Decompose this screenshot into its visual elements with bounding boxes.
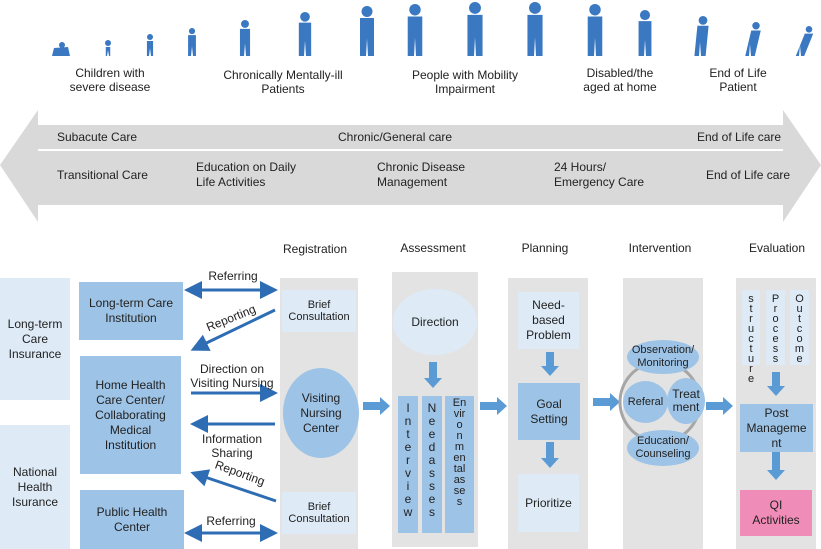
person-icon: [146, 34, 154, 56]
assessment-environmental: En vir o n m en tal as se s: [445, 396, 474, 533]
brief-consultation-bottom: Brief Consultation: [282, 492, 356, 534]
public-health-center: Public Health Center: [80, 490, 184, 549]
population-label-eol: End of Life Patient: [709, 66, 767, 94]
treatment: Treat ment: [667, 378, 705, 424]
person-icon: [694, 16, 709, 56]
person-icon: [745, 22, 761, 56]
home-health-care-center: Home Health Care Center/ Collaborating M…: [80, 356, 181, 474]
person-icon: [188, 28, 196, 56]
arrow-problem-down: [541, 352, 559, 376]
long-term-care-insurance: Long-term Care Insurance: [0, 278, 70, 400]
eval-process: P r o c e s s: [766, 290, 785, 365]
arrow-to-assessment: [363, 397, 390, 415]
label-referring-bottom: Referring: [206, 514, 256, 528]
care-transitional: Transitional Care: [57, 168, 148, 182]
need-based-problem: Need- based Problem: [518, 292, 579, 349]
label-referring-top: Referring: [208, 269, 258, 283]
assessment-needs: N e e d a s s e s: [422, 396, 442, 533]
person-icon: [638, 10, 652, 56]
arrow-to-evaluation: [706, 397, 733, 415]
person-icon: [239, 20, 251, 56]
long-term-care-institution: Long-term Care Institution: [79, 282, 183, 340]
care-end-of-life-bottom: End of Life care: [706, 168, 791, 182]
care-continuum-arrow: [0, 110, 821, 222]
person-icon: [795, 26, 814, 56]
person-icon: [298, 12, 312, 56]
person-icon: [407, 4, 423, 56]
header-intervention: Intervention: [628, 241, 692, 255]
care-chronic-general: Chronic/General care: [338, 130, 453, 144]
header-planning: Planning: [521, 241, 569, 255]
care-subacute: Subacute Care: [57, 130, 138, 144]
referal: Referal: [623, 381, 668, 423]
national-health-insurance: National Health Isurance: [0, 425, 70, 549]
eval-outcome: O u t c o m e: [790, 290, 809, 365]
goal-setting: Goal Setting: [518, 383, 580, 440]
care-end-of-life-top: End of Life care: [697, 130, 782, 144]
label-direction: Direction on Visiting Nursing: [190, 362, 274, 390]
arrow-direction-down: [424, 362, 442, 388]
arrow-post-down: [767, 452, 785, 480]
care-chronic-management: Chronic Disease Management: [377, 160, 466, 189]
arrow-to-intervention: [593, 393, 620, 411]
visiting-nursing-center: Visiting Nursing Center: [283, 368, 359, 458]
arrow-goal-down: [541, 442, 559, 468]
label-info-sharing: Information Sharing: [201, 432, 263, 460]
observation-monitoring: Observation/ Monitoring: [627, 340, 699, 374]
population-figures: [52, 2, 814, 56]
population-label-mobility: People with Mobility Impairment: [411, 68, 519, 96]
qi-activities: QI Activities: [740, 490, 812, 536]
assessment-interview: I n t e r v i e w: [398, 396, 418, 533]
arrow-eval-down: [767, 372, 785, 396]
education-counseling: Education/ Counseling: [627, 430, 699, 466]
reporting-top-arrow: [190, 308, 276, 351]
population-label-children: Children with severe disease: [69, 66, 151, 94]
person-icon: [52, 42, 70, 56]
arrow-to-planning: [480, 397, 507, 415]
header-assessment: Assessment: [400, 241, 466, 255]
person-icon: [467, 2, 483, 56]
care-emergency: 24 Hours/ Emergency Care: [554, 160, 645, 189]
population-label-disabled: Disabled/the aged at home: [583, 66, 657, 94]
person-icon: [587, 4, 603, 56]
header-evaluation: Evaluation: [748, 241, 806, 255]
prioritize: Prioritize: [518, 474, 579, 532]
care-education-daily: Education on Daily Life Activities: [196, 160, 297, 189]
post-management: Post Manageme nt: [740, 404, 813, 452]
eval-structure: s t r u c t u r e: [742, 290, 760, 385]
brief-consultation-top: Brief Consultation: [282, 290, 356, 332]
assessment-direction: Direction: [393, 289, 477, 355]
reporting-bottom-arrow: [190, 469, 277, 503]
person-icon: [360, 6, 374, 56]
header-registration: Registration: [282, 242, 348, 256]
person-icon: [527, 2, 543, 56]
person-icon: [105, 40, 111, 56]
population-label-mental: Chronically Mentally-ill Patients: [223, 68, 343, 96]
